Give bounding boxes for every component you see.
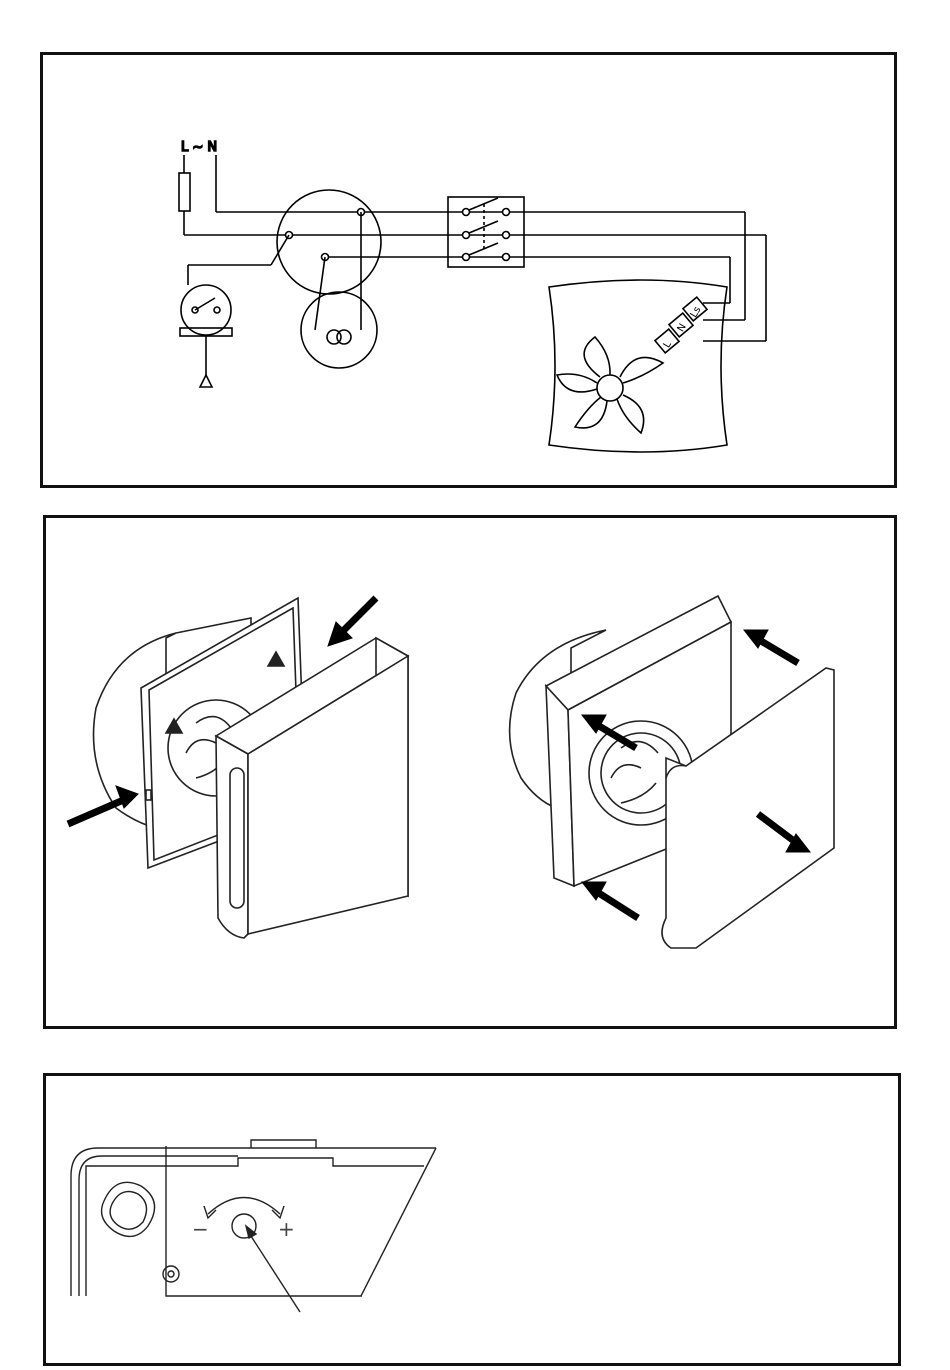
fan-blades-symbol [557,337,663,433]
fuse-symbol [179,173,190,211]
rotation-arrow-icon [208,1198,280,1215]
wiring-diagram: L ~ N [43,55,900,491]
plus-sign: + [278,1217,295,1241]
terminal-label-n: N [676,322,689,334]
wiring-diagram-panel: L ~ N [40,52,897,488]
minus-sign: − [192,1217,209,1241]
adjustment-panel: − + [43,1073,901,1366]
terminal-label-l: L [662,339,675,350]
arrow-right-bottom [594,890,638,918]
earth-symbol [200,375,212,387]
clip-icon [146,790,151,800]
timer-adjustment-illustration: − + [46,1076,904,1369]
junction-box-symbol [277,190,381,294]
lamp-symbol [301,292,377,368]
fan-assembly-open [510,596,834,948]
cover-slot-left [230,768,244,908]
cover-removal-panel [43,515,897,1029]
supply-label: L ~ N [181,140,217,155]
fan-assembly-closed [94,598,409,938]
top-clip [251,1140,316,1148]
arrow-right-top [756,638,798,663]
cover-removal-illustration [46,518,900,1032]
pointer-line [249,1233,300,1312]
housing-outline [71,1148,436,1296]
